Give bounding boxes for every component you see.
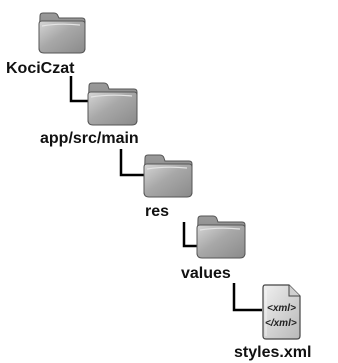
folder-icon: [196, 215, 246, 259]
file-line-1: <xml>: [267, 303, 296, 314]
connector-kocizat-app: [69, 76, 93, 103]
folder-label-app-src-main: app/src/main: [40, 130, 139, 147]
folder-icon: [38, 12, 86, 54]
folder-label-values: values: [181, 265, 231, 282]
xml-file-icon: <xml> </xml>: [262, 284, 301, 340]
folder-icon: [143, 154, 193, 198]
file-label-styles-xml: styles.xml: [234, 344, 312, 361]
tree-connectors: [69, 76, 262, 312]
folder-label-kocizat: KociCzat: [6, 60, 75, 77]
connector-app-res: [119, 149, 148, 177]
folder-icon: [87, 82, 138, 126]
file-line-2: </xml>: [265, 318, 297, 329]
folder-label-res: res: [145, 203, 170, 220]
connector-values-styles: [232, 283, 262, 312]
